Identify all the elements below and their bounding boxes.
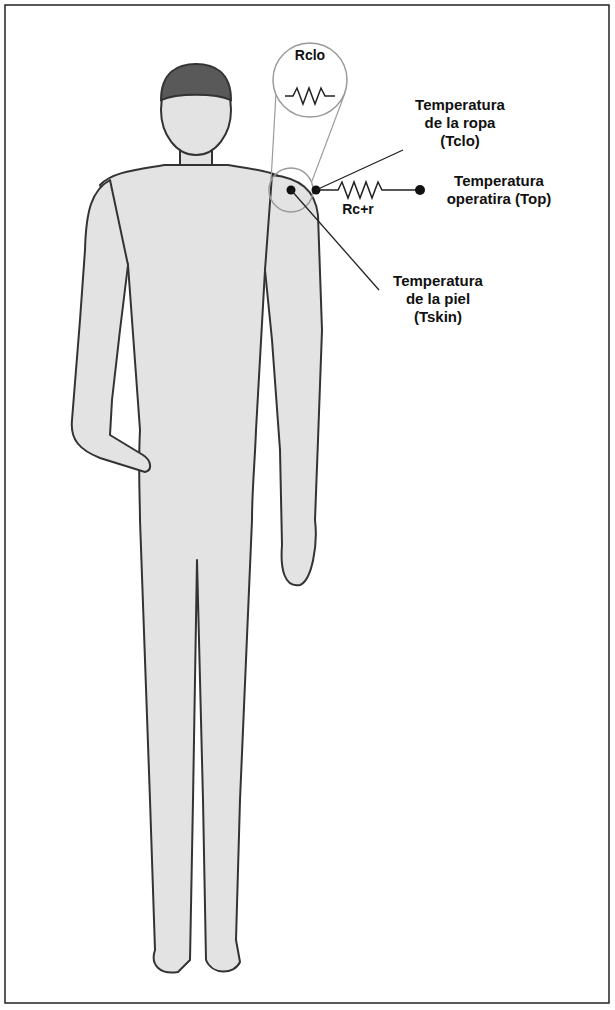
temperature-label: Temperatura operatira (Top) [430,172,568,208]
resistor-symbol [316,182,418,198]
magnifier-circle [273,43,347,117]
torso-legs [100,165,292,973]
left-arm [72,180,150,472]
human-silhouette [72,65,322,973]
right-arm [265,175,322,585]
resistor-symbol [285,88,335,104]
cap [161,64,231,100]
operative-node-dot [415,185,425,195]
head [161,65,231,155]
resistance-label: Rclo [280,46,340,64]
leader-line [316,150,403,190]
temperature-label: Temperatura de la ropa (Tclo) [405,96,515,150]
temperature-label: Temperatura de la piel (Tskin) [383,272,493,326]
resistance-label: Rc+r [328,200,388,218]
zoom-line [271,93,276,181]
frame [5,5,609,1003]
